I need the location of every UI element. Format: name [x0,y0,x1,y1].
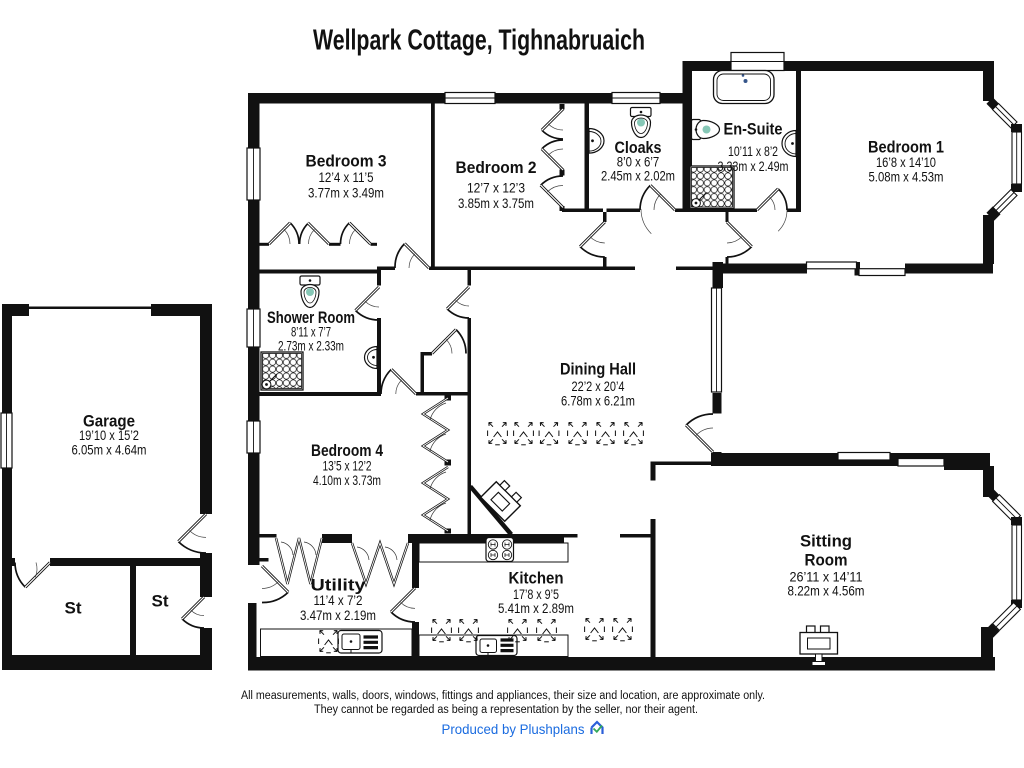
svg-text:11’4 x 7’2: 11’4 x 7’2 [314,592,363,608]
svg-text:13’5 x 12’2: 13’5 x 12’2 [323,458,372,474]
svg-text:17’8 x 9’5: 17’8 x 9’5 [513,586,559,602]
svg-text:16’8 x 14’10: 16’8 x 14’10 [876,154,936,170]
svg-text:3.47m x 2.19m: 3.47m x 2.19m [300,607,376,623]
svg-text:Garage: Garage [83,412,135,431]
svg-text:3.77m x 3.49m: 3.77m x 3.49m [308,185,384,201]
svg-text:5.41m x 2.89m: 5.41m x 2.89m [498,600,574,616]
svg-text:5.08m x 4.53m: 5.08m x 4.53m [869,169,944,185]
svg-text:3.33m x 2.49m: 3.33m x 2.49m [718,158,789,174]
svg-text:26’11 x 14’11: 26’11 x 14’11 [790,569,863,585]
svg-text:Sitting: Sitting [800,532,852,551]
svg-text:12’4 x 11’5: 12’4 x 11’5 [319,169,374,185]
svg-text:8’0 x 6’7: 8’0 x 6’7 [617,154,660,170]
svg-text:Bedroom 4: Bedroom 4 [311,441,383,460]
svg-text:22’2 x 20’4: 22’2 x 20’4 [572,378,625,394]
svg-text:Wellpark Cottage, Tighnabruaic: Wellpark Cottage, Tighnabruaich [313,25,645,57]
svg-text:6.05m x 4.64m: 6.05m x 4.64m [72,442,147,458]
svg-text:They cannot be regarded as bei: They cannot be regarded as being a repre… [314,704,698,716]
svg-text:3.85m x 3.75m: 3.85m x 3.75m [458,195,534,211]
svg-text:12’7 x 12’3: 12’7 x 12’3 [467,180,525,196]
svg-text:All measurements, walls, doors: All measurements, walls, doors, windows,… [241,690,765,702]
svg-text:Produced by Plushplans: Produced by Plushplans [442,721,585,737]
svg-text:Bedroom 3: Bedroom 3 [306,152,387,171]
svg-text:4.10m x 3.73m: 4.10m x 3.73m [313,472,381,488]
svg-text:Dining Hall: Dining Hall [560,360,636,379]
svg-text:Kitchen: Kitchen [509,569,564,588]
svg-text:St: St [152,592,169,611]
svg-text:8.22m x 4.56m: 8.22m x 4.56m [788,583,865,599]
svg-text:2.73m x 2.33m: 2.73m x 2.33m [278,338,344,354]
svg-text:St: St [65,599,82,618]
svg-text:6.78m x 6.21m: 6.78m x 6.21m [561,393,635,409]
svg-text:8’11 x 7’7: 8’11 x 7’7 [291,324,331,340]
svg-text:Shower Room: Shower Room [267,308,355,327]
svg-text:Room: Room [805,551,848,570]
svg-text:En-Suite: En-Suite [724,120,783,139]
svg-text:Bedroom 2: Bedroom 2 [456,158,537,177]
svg-text:Utility: Utility [311,576,367,595]
svg-text:Cloaks: Cloaks [615,138,662,157]
svg-text:Bedroom 1: Bedroom 1 [868,138,944,157]
svg-text:10’11 x 8’2: 10’11 x 8’2 [728,143,778,159]
svg-text:2.45m x 2.02m: 2.45m x 2.02m [601,168,675,184]
svg-text:19’10 x 15’2: 19’10 x 15’2 [79,427,139,443]
